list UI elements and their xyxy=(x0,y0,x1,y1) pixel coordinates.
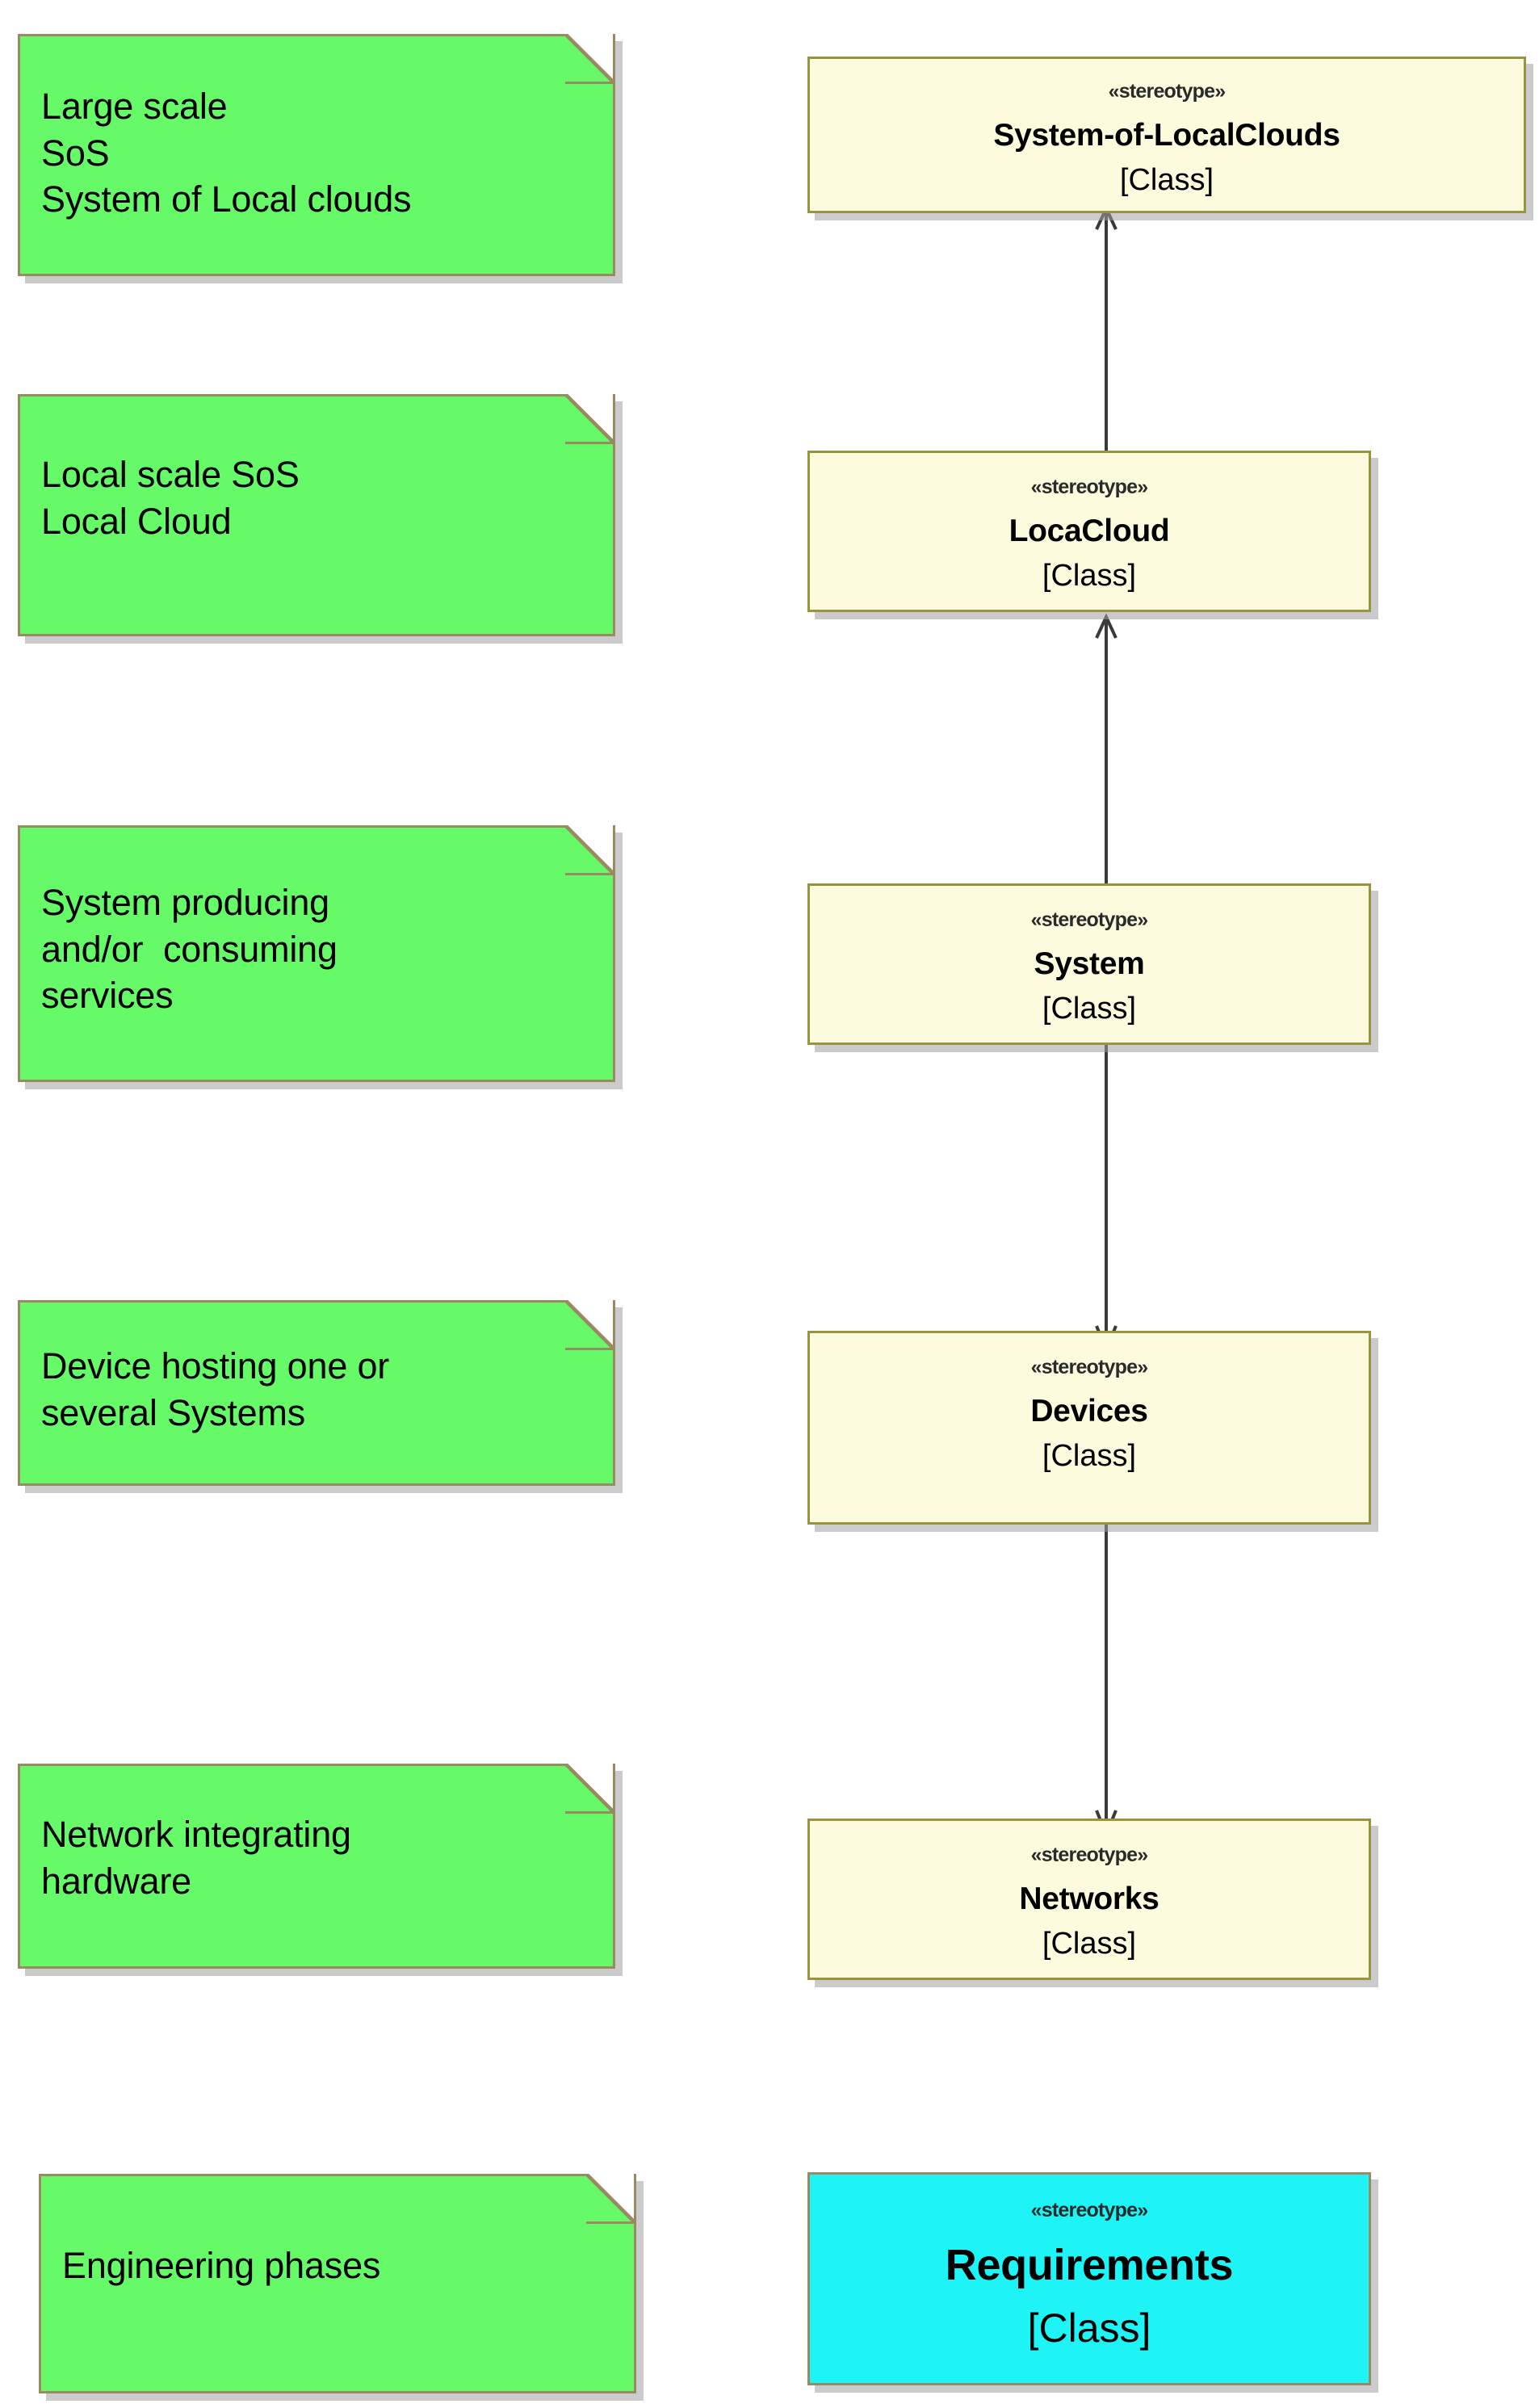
note-network-integrating-hardware-text: Network integrating hardware xyxy=(41,1814,351,1902)
class-stereotype-label: «stereotype» xyxy=(1030,2199,1148,2221)
class-box-system-of-localclouds[interactable]: «stereotype» System-of-LocalClouds [Clas… xyxy=(807,57,1526,213)
class-name-label: System xyxy=(1034,946,1145,981)
class-box-requirements[interactable]: «stereotype» Requirements [Class] xyxy=(807,2172,1371,2385)
note-network-integrating-hardware[interactable]: Network integrating hardware xyxy=(18,1764,615,1969)
class-stereotype-label: «stereotype» xyxy=(1030,1844,1148,1866)
note-fold-corner-icon xyxy=(565,34,615,84)
class-stereotype-label: «stereotype» xyxy=(1030,908,1148,931)
class-stereotype-label: «stereotype» xyxy=(1108,80,1226,103)
class-meta-label: [Class] xyxy=(1042,1927,1137,1961)
class-meta-label: [Class] xyxy=(1042,992,1137,1026)
note-fold-corner-icon xyxy=(565,825,615,875)
class-stereotype-label: «stereotype» xyxy=(1030,476,1148,498)
class-box-devices[interactable]: «stereotype» Devices [Class] xyxy=(807,1331,1371,1525)
note-device-hosting-systems-text: Device hosting one or several Systems xyxy=(41,1345,390,1433)
class-meta-label: [Class] xyxy=(1042,559,1137,593)
note-large-scale-sos[interactable]: Large scale SoS System of Local clouds xyxy=(18,34,615,276)
class-name-label: System-of-LocalClouds xyxy=(993,118,1340,153)
class-box-networks[interactable]: «stereotype» Networks [Class] xyxy=(807,1819,1371,1980)
class-meta-label: [Class] xyxy=(1027,2305,1151,2351)
connector-system-to-devices[interactable] xyxy=(1042,1042,1171,1357)
class-name-label: Requirements xyxy=(945,2241,1234,2289)
note-system-producing-services[interactable]: System producing and/or consuming servic… xyxy=(18,825,615,1082)
note-local-scale-sos-text: Local scale SoS Local Cloud xyxy=(41,454,300,542)
note-local-scale-sos[interactable]: Local scale SoS Local Cloud xyxy=(18,394,615,636)
class-name-label: Networks xyxy=(1019,1882,1159,1916)
connector-devices-to-networks[interactable] xyxy=(1042,1502,1171,1841)
note-engineering-phases-text: Engineering phases xyxy=(62,2245,381,2286)
note-fold-corner-icon xyxy=(565,394,615,444)
note-engineering-phases[interactable]: Engineering phases xyxy=(39,2174,636,2393)
class-name-label: Devices xyxy=(1030,1394,1148,1428)
note-device-hosting-systems[interactable]: Device hosting one or several Systems xyxy=(18,1300,615,1486)
connector-system-to-locacloud[interactable] xyxy=(1042,612,1171,891)
note-large-scale-sos-text: Large scale SoS System of Local clouds xyxy=(41,86,412,220)
class-stereotype-label: «stereotype» xyxy=(1030,1356,1148,1378)
note-fold-corner-icon xyxy=(565,1764,615,1814)
class-meta-label: [Class] xyxy=(1119,163,1214,197)
class-box-locacloud[interactable]: «stereotype» LocaCloud [Class] xyxy=(807,451,1371,612)
class-box-system[interactable]: «stereotype» System [Class] xyxy=(807,883,1371,1045)
arrowhead-up-icon xyxy=(1095,613,1118,639)
note-fold-corner-icon xyxy=(586,2174,636,2224)
class-meta-label: [Class] xyxy=(1042,1439,1137,1473)
class-name-label: LocaCloud xyxy=(1009,514,1170,548)
connector-locacloud-to-system-of-localclouds[interactable] xyxy=(1042,202,1171,476)
note-system-producing-services-text: System producing and/or consuming servic… xyxy=(41,882,338,1017)
